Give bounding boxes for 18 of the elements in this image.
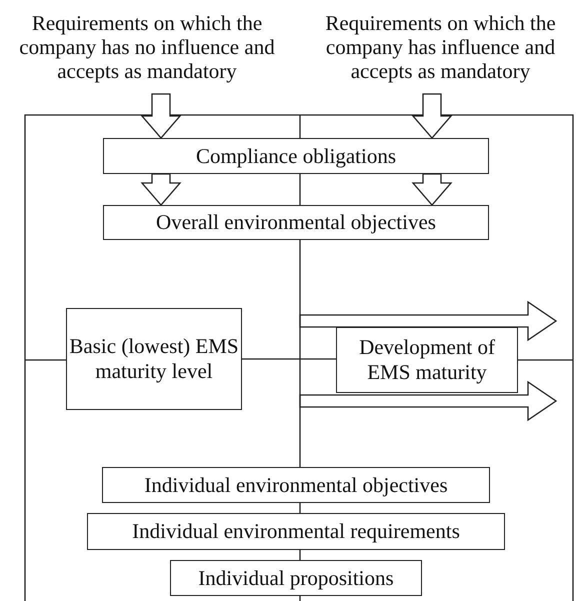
block-arrow <box>140 93 182 139</box>
process-box: Compliance obligations <box>103 138 489 174</box>
connector-line <box>299 240 301 467</box>
process-box: Individual environmental requirements <box>87 513 505 550</box>
block-arrow <box>140 173 182 206</box>
process-box: Individual propositions <box>170 560 422 596</box>
process-box: Individual environmental objectives <box>102 467 490 503</box>
block-arrow <box>412 173 452 206</box>
connector-line <box>299 174 301 205</box>
requirement-text: Requirements on which the company has no influence and accepts as mandatory <box>2 0 292 94</box>
block-arrow <box>412 93 452 139</box>
requirement-text: Requirements on which the company has influence and accepts as mandatory <box>296 0 585 94</box>
process-box: Development of EMS maturity <box>336 327 518 393</box>
connector-line <box>299 550 301 560</box>
connector-line <box>242 358 336 360</box>
connector-line <box>299 503 301 513</box>
process-box: Basic (lowest) EMS maturity level <box>66 308 242 410</box>
process-box: Overall environmental objectives <box>103 205 489 240</box>
